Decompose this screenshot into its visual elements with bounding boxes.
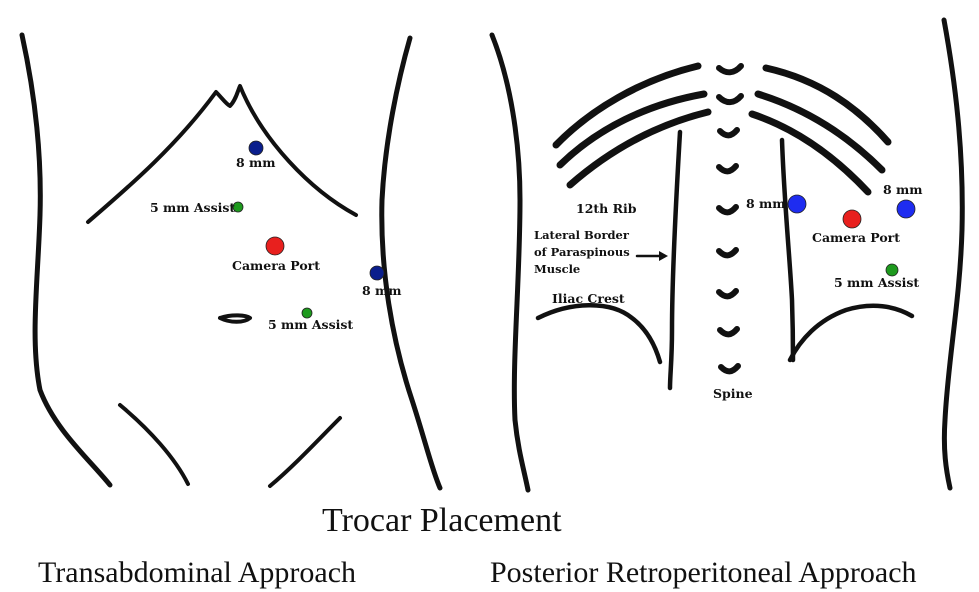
right-iliac-crest bbox=[790, 306, 912, 360]
lateral-border-label-line3: Muscle bbox=[534, 262, 580, 276]
lateral-border-label-line2: of Paraspinous bbox=[534, 245, 630, 259]
lateral-border-label-line1: Lateral Border bbox=[534, 228, 630, 242]
right-paraspinous-border bbox=[782, 140, 793, 360]
port-8mm-right-label: 8 mm bbox=[883, 182, 923, 197]
assist-port-lower-label: 5 mm Assist bbox=[268, 317, 353, 332]
vertebra-2 bbox=[719, 96, 741, 102]
back-right-outline bbox=[944, 20, 962, 488]
vertebra-3 bbox=[720, 130, 737, 135]
vertebra-7 bbox=[719, 291, 736, 296]
right-inguinal-line bbox=[270, 418, 340, 486]
back-left-outline bbox=[492, 35, 528, 490]
vertebra-8 bbox=[720, 329, 737, 334]
vertebra-5 bbox=[719, 207, 736, 212]
right-flank-outline bbox=[382, 38, 440, 488]
port-8mm-left-label: 8 mm bbox=[746, 196, 786, 211]
left-paraspinous-border bbox=[670, 132, 680, 388]
retroperitoneal-panel: 12th Rib Lateral Border of Paraspinous M… bbox=[492, 20, 962, 490]
rib-right-3 bbox=[752, 114, 868, 192]
camera-port-label: Camera Port bbox=[232, 258, 320, 273]
port-8mm-upper-label: 8 mm bbox=[236, 155, 276, 170]
vertebra-4 bbox=[719, 166, 736, 171]
assist-port-upper-label: 5 mm Assist bbox=[150, 200, 235, 215]
spine-label: Spine bbox=[713, 386, 753, 401]
rib-right-2 bbox=[758, 94, 882, 170]
port-8mm-right-label: 8 mm bbox=[362, 283, 402, 298]
vertebra-9 bbox=[721, 366, 738, 371]
left-inguinal-line bbox=[120, 405, 188, 484]
umbilicus bbox=[220, 315, 250, 321]
transabdominal-caption: Transabdominal Approach bbox=[38, 556, 356, 589]
left-flank-outline bbox=[22, 35, 110, 485]
retroperitoneal-caption: Posterior Retroperitoneal Approach bbox=[490, 556, 917, 589]
pointer-arrowhead bbox=[659, 251, 668, 261]
rib-left-2 bbox=[560, 94, 704, 165]
camera-port-marker bbox=[843, 210, 861, 228]
vertebra-6 bbox=[719, 250, 736, 255]
assist-port-label: 5 mm Assist bbox=[834, 275, 919, 290]
camera-port-label: Camera Port bbox=[812, 230, 900, 245]
port-8mm-right-marker bbox=[370, 266, 384, 280]
vertebra-1 bbox=[719, 66, 741, 72]
rib-left-3 bbox=[570, 112, 708, 185]
12th-rib-label: 12th Rib bbox=[576, 201, 637, 216]
transabdominal-panel: 8 mm 5 mm Assist Camera Port 8 mm 5 mm A… bbox=[22, 35, 440, 488]
port-8mm-right-marker bbox=[897, 200, 915, 218]
port-8mm-left-marker bbox=[788, 195, 806, 213]
figure-title: Trocar Placement bbox=[322, 502, 562, 539]
left-iliac-crest bbox=[538, 305, 660, 362]
spine-vertebrae bbox=[719, 66, 741, 371]
port-8mm-upper-marker bbox=[249, 141, 263, 155]
camera-port-marker bbox=[266, 237, 284, 255]
iliac-crest-label: Iliac Crest bbox=[552, 291, 625, 306]
rib-left-1 bbox=[556, 66, 698, 145]
